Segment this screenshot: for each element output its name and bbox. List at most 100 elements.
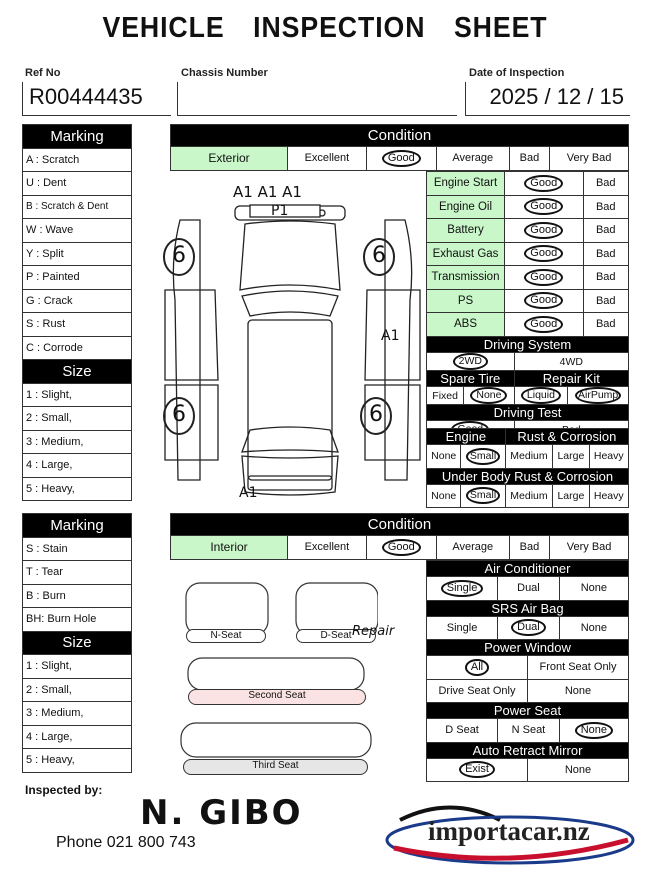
check-label: Engine Start: [426, 171, 505, 196]
date-label: Date of Inspection: [469, 67, 565, 79]
check-good[interactable]: Good: [504, 241, 584, 266]
driving-test-title: Driving Test: [426, 404, 629, 421]
option-large[interactable]: Large: [552, 444, 590, 469]
repair-kit-title: Repair Kit: [513, 370, 630, 387]
check-bad[interactable]: Bad: [582, 171, 630, 196]
option-excellent[interactable]: Excellent: [287, 535, 367, 560]
option-none[interactable]: None: [526, 757, 630, 782]
option-airpump[interactable]: AirPump: [567, 386, 629, 405]
option-exist[interactable]: Exist: [426, 757, 528, 782]
option-4wd[interactable]: 4WD: [513, 352, 630, 371]
option-dual[interactable]: Dual: [497, 615, 560, 640]
check-good[interactable]: Good: [504, 171, 584, 196]
option-large[interactable]: Large: [552, 483, 590, 508]
option-bad[interactable]: Bad: [508, 535, 551, 560]
option-none[interactable]: None: [425, 444, 462, 469]
option-drive-seat-only[interactable]: Drive Seat Only: [426, 678, 528, 703]
check-good[interactable]: Good: [504, 265, 584, 290]
condition-table-interior: Condition Interior Excellent Good Averag…: [170, 513, 629, 560]
car-diagram: [163, 204, 421, 496]
mirror-title: Auto Retract Mirror: [426, 741, 629, 759]
circled-small: Small: [465, 487, 501, 505]
size-item: 4 : Large,: [22, 453, 132, 478]
rust-title: Rust & Corrosion: [504, 428, 630, 445]
condition-title: Condition: [170, 513, 629, 536]
check-bad[interactable]: Bad: [582, 288, 630, 313]
option-fixed[interactable]: Fixed: [425, 386, 465, 405]
interior-label: Interior: [170, 535, 288, 560]
airbag-title: SRS Air Bag: [426, 599, 629, 617]
check-label: Battery: [426, 218, 505, 243]
tire-mark-6: 6: [172, 402, 186, 427]
circled-good: Good: [381, 538, 421, 556]
option-heavy[interactable]: Heavy: [588, 483, 630, 508]
date-field[interactable]: 2025 / 12 / 15: [465, 82, 630, 116]
check-good[interactable]: Good: [504, 312, 584, 337]
size-item: 1 : Slight,: [22, 654, 132, 679]
option-liquid[interactable]: Liquid: [513, 386, 569, 405]
option-none[interactable]: None: [558, 615, 630, 640]
check-good[interactable]: Good: [504, 218, 584, 243]
chassis-label: Chassis Number: [181, 67, 268, 79]
option-2wd[interactable]: 2WD: [426, 352, 515, 371]
option-n-seat[interactable]: N Seat: [497, 718, 560, 743]
check-bad[interactable]: Bad: [582, 265, 630, 290]
chassis-field[interactable]: [177, 82, 457, 116]
option-front-seat-only[interactable]: Front Seat Only: [526, 655, 630, 680]
option-single[interactable]: Single: [425, 615, 499, 640]
driving-system-title: Driving System: [426, 336, 629, 353]
option-none[interactable]: None: [463, 386, 515, 405]
option-heavy[interactable]: Heavy: [588, 444, 630, 469]
circled-dual: Dual: [511, 619, 546, 637]
size-item: 2 : Small,: [22, 406, 132, 431]
option-d-seat[interactable]: D Seat: [425, 718, 499, 743]
option-bad[interactable]: Bad: [508, 146, 551, 171]
tire-mark-6: 6: [372, 243, 386, 268]
check-bad[interactable]: Bad: [582, 241, 630, 266]
marking-item: W : Wave: [22, 218, 132, 243]
option-single[interactable]: Single: [425, 576, 499, 601]
check-good[interactable]: Good: [504, 194, 584, 219]
circled-2wd: 2WD: [452, 353, 488, 370]
circled-all: All: [464, 658, 490, 676]
option-excellent[interactable]: Excellent: [287, 146, 367, 171]
marking-item: BH: Burn Hole: [22, 607, 132, 632]
marking-item: C : Corrode: [22, 335, 132, 360]
underbody-title: Under Body Rust & Corrosion: [426, 467, 629, 485]
option-all[interactable]: All: [426, 655, 528, 680]
option-very-bad[interactable]: Very Bad: [549, 146, 629, 171]
option-dual[interactable]: Dual: [497, 576, 560, 601]
option-none[interactable]: None: [526, 678, 630, 703]
check-label: Engine Oil: [426, 194, 505, 219]
check-bad[interactable]: Bad: [582, 218, 630, 243]
circled-single: Single: [440, 579, 484, 597]
importacar-logo: importacar.nz: [384, 810, 636, 865]
option-good[interactable]: Good: [365, 146, 437, 171]
option-medium[interactable]: Medium: [504, 444, 554, 469]
check-bad[interactable]: Bad: [582, 312, 630, 337]
condition-title: Condition: [170, 124, 629, 147]
ref-field[interactable]: R00444435: [22, 82, 171, 116]
n-seat-label: N-Seat: [186, 629, 266, 643]
option-none[interactable]: None: [425, 483, 462, 508]
size-item: 3 : Medium,: [22, 701, 132, 726]
check-bad[interactable]: Bad: [582, 194, 630, 219]
spare-tire-title: Spare Tire: [426, 370, 515, 387]
circled-good: Good: [524, 198, 564, 216]
option-average[interactable]: Average: [435, 535, 510, 560]
circled-good: Good: [524, 245, 564, 263]
option-small[interactable]: Small: [460, 483, 506, 508]
check-good[interactable]: Good: [504, 288, 584, 313]
option-none[interactable]: None: [558, 576, 630, 601]
exterior-label: Exterior: [170, 146, 288, 171]
repair-note: Repair: [352, 624, 395, 639]
option-very-bad[interactable]: Very Bad: [549, 535, 629, 560]
option-none[interactable]: None: [558, 718, 630, 743]
option-good[interactable]: Good: [365, 535, 437, 560]
circled-none: None: [574, 721, 614, 739]
option-average[interactable]: Average: [435, 146, 510, 171]
tire-mark-6: 6: [369, 402, 383, 427]
option-medium[interactable]: Medium: [504, 483, 554, 508]
option-small[interactable]: Small: [460, 444, 506, 469]
